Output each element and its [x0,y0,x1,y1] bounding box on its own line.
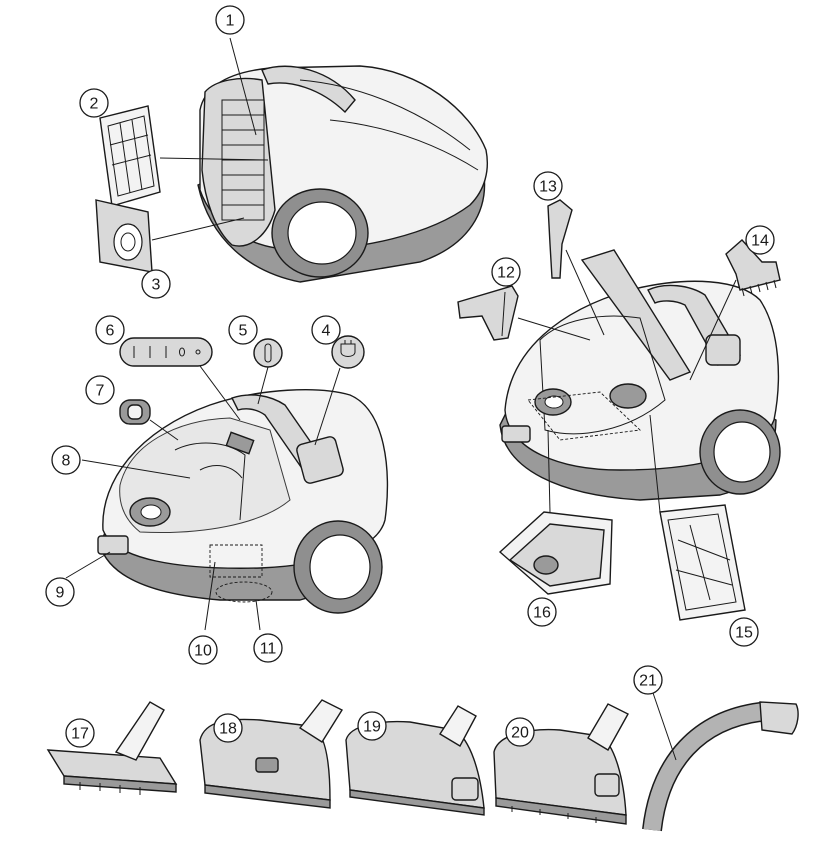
callout-number: 3 [152,277,161,294]
callout-number: 16 [533,605,551,622]
callout-15: 15 [730,618,758,646]
callout-number: 11 [260,641,277,658]
callout-7: 7 [86,376,114,404]
callout-number: 5 [239,323,248,340]
callout-number: 12 [497,265,515,282]
callout-number: 4 [322,323,331,340]
vacuum-open-view [500,250,780,500]
callout-21: 21 [634,666,662,694]
callout-number: 21 [639,673,657,690]
callout-3: 3 [142,270,170,298]
callout-number: 9 [56,585,65,602]
callout-2: 2 [80,89,108,117]
callout-number: 19 [363,719,381,736]
callout-8: 8 [52,446,80,474]
callout-number: 8 [62,453,71,470]
vacuum-rear-view [198,66,487,282]
callout-number: 10 [194,643,212,660]
leader-11 [256,600,260,630]
callout-number: 1 [226,13,235,30]
callout-13: 13 [534,172,562,200]
callout-number: 6 [106,323,115,340]
callout-number: 20 [511,725,529,742]
callout-11: 11 [254,634,282,662]
callout-4: 4 [312,316,340,344]
callout-12: 12 [492,258,520,286]
callout-number: 2 [90,96,99,113]
callout-number: 13 [539,179,557,196]
callout-number: 15 [735,625,753,642]
callout-6: 6 [96,316,124,344]
callout-number: 17 [71,726,89,743]
callout-19: 19 [358,712,386,740]
callout-number: 14 [751,233,769,250]
callout-14: 14 [746,226,774,254]
callout-20: 20 [506,718,534,746]
floor-nozzle-17 [48,702,176,795]
callout-number: 7 [96,383,105,400]
callout-16: 16 [528,598,556,626]
callout-1: 1 [216,6,244,34]
callout-9: 9 [46,578,74,606]
leader-9 [66,552,110,578]
telescopic-tube-21 [652,690,798,830]
callout-5: 5 [229,316,257,344]
callout-17: 17 [66,719,94,747]
suction-regulator [120,400,178,440]
callout-number: 18 [219,721,237,738]
callout-18: 18 [214,714,242,742]
callout-10: 10 [189,636,217,664]
